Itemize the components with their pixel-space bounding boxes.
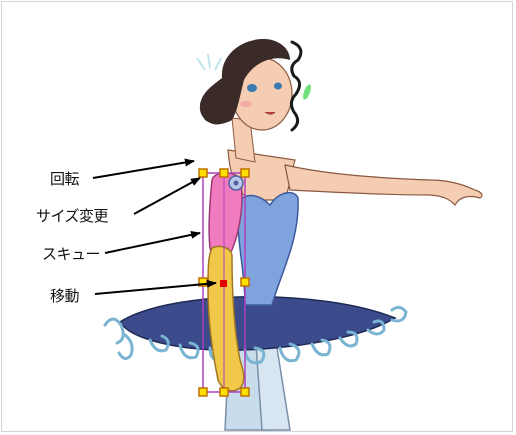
transform-handle (241, 278, 249, 286)
rotate-arrow (93, 161, 194, 178)
skew-label: スキュー (42, 243, 100, 264)
transform-handle (220, 169, 228, 177)
hair-ornament (197, 54, 221, 70)
resize-arrow (134, 178, 200, 214)
extended-arm (285, 165, 482, 205)
move-arrow (95, 283, 216, 294)
transform-handle (241, 169, 249, 177)
eye (247, 84, 257, 92)
transform-handle (220, 388, 228, 396)
cheek (240, 101, 252, 107)
resize-label: サイズ変更 (36, 205, 108, 226)
skew-arrow (105, 233, 200, 253)
bodice (238, 193, 298, 305)
pivot-point-center (234, 181, 239, 186)
transform-handle (241, 388, 249, 396)
transform-handle (199, 169, 207, 177)
eye-right (274, 83, 282, 90)
earring (301, 83, 312, 100)
hair-curls (291, 42, 300, 130)
move-label: 移動 (50, 285, 79, 306)
move-handle[interactable] (220, 280, 227, 287)
rotate-label: 回転 (50, 168, 79, 189)
transform-handle (199, 388, 207, 396)
